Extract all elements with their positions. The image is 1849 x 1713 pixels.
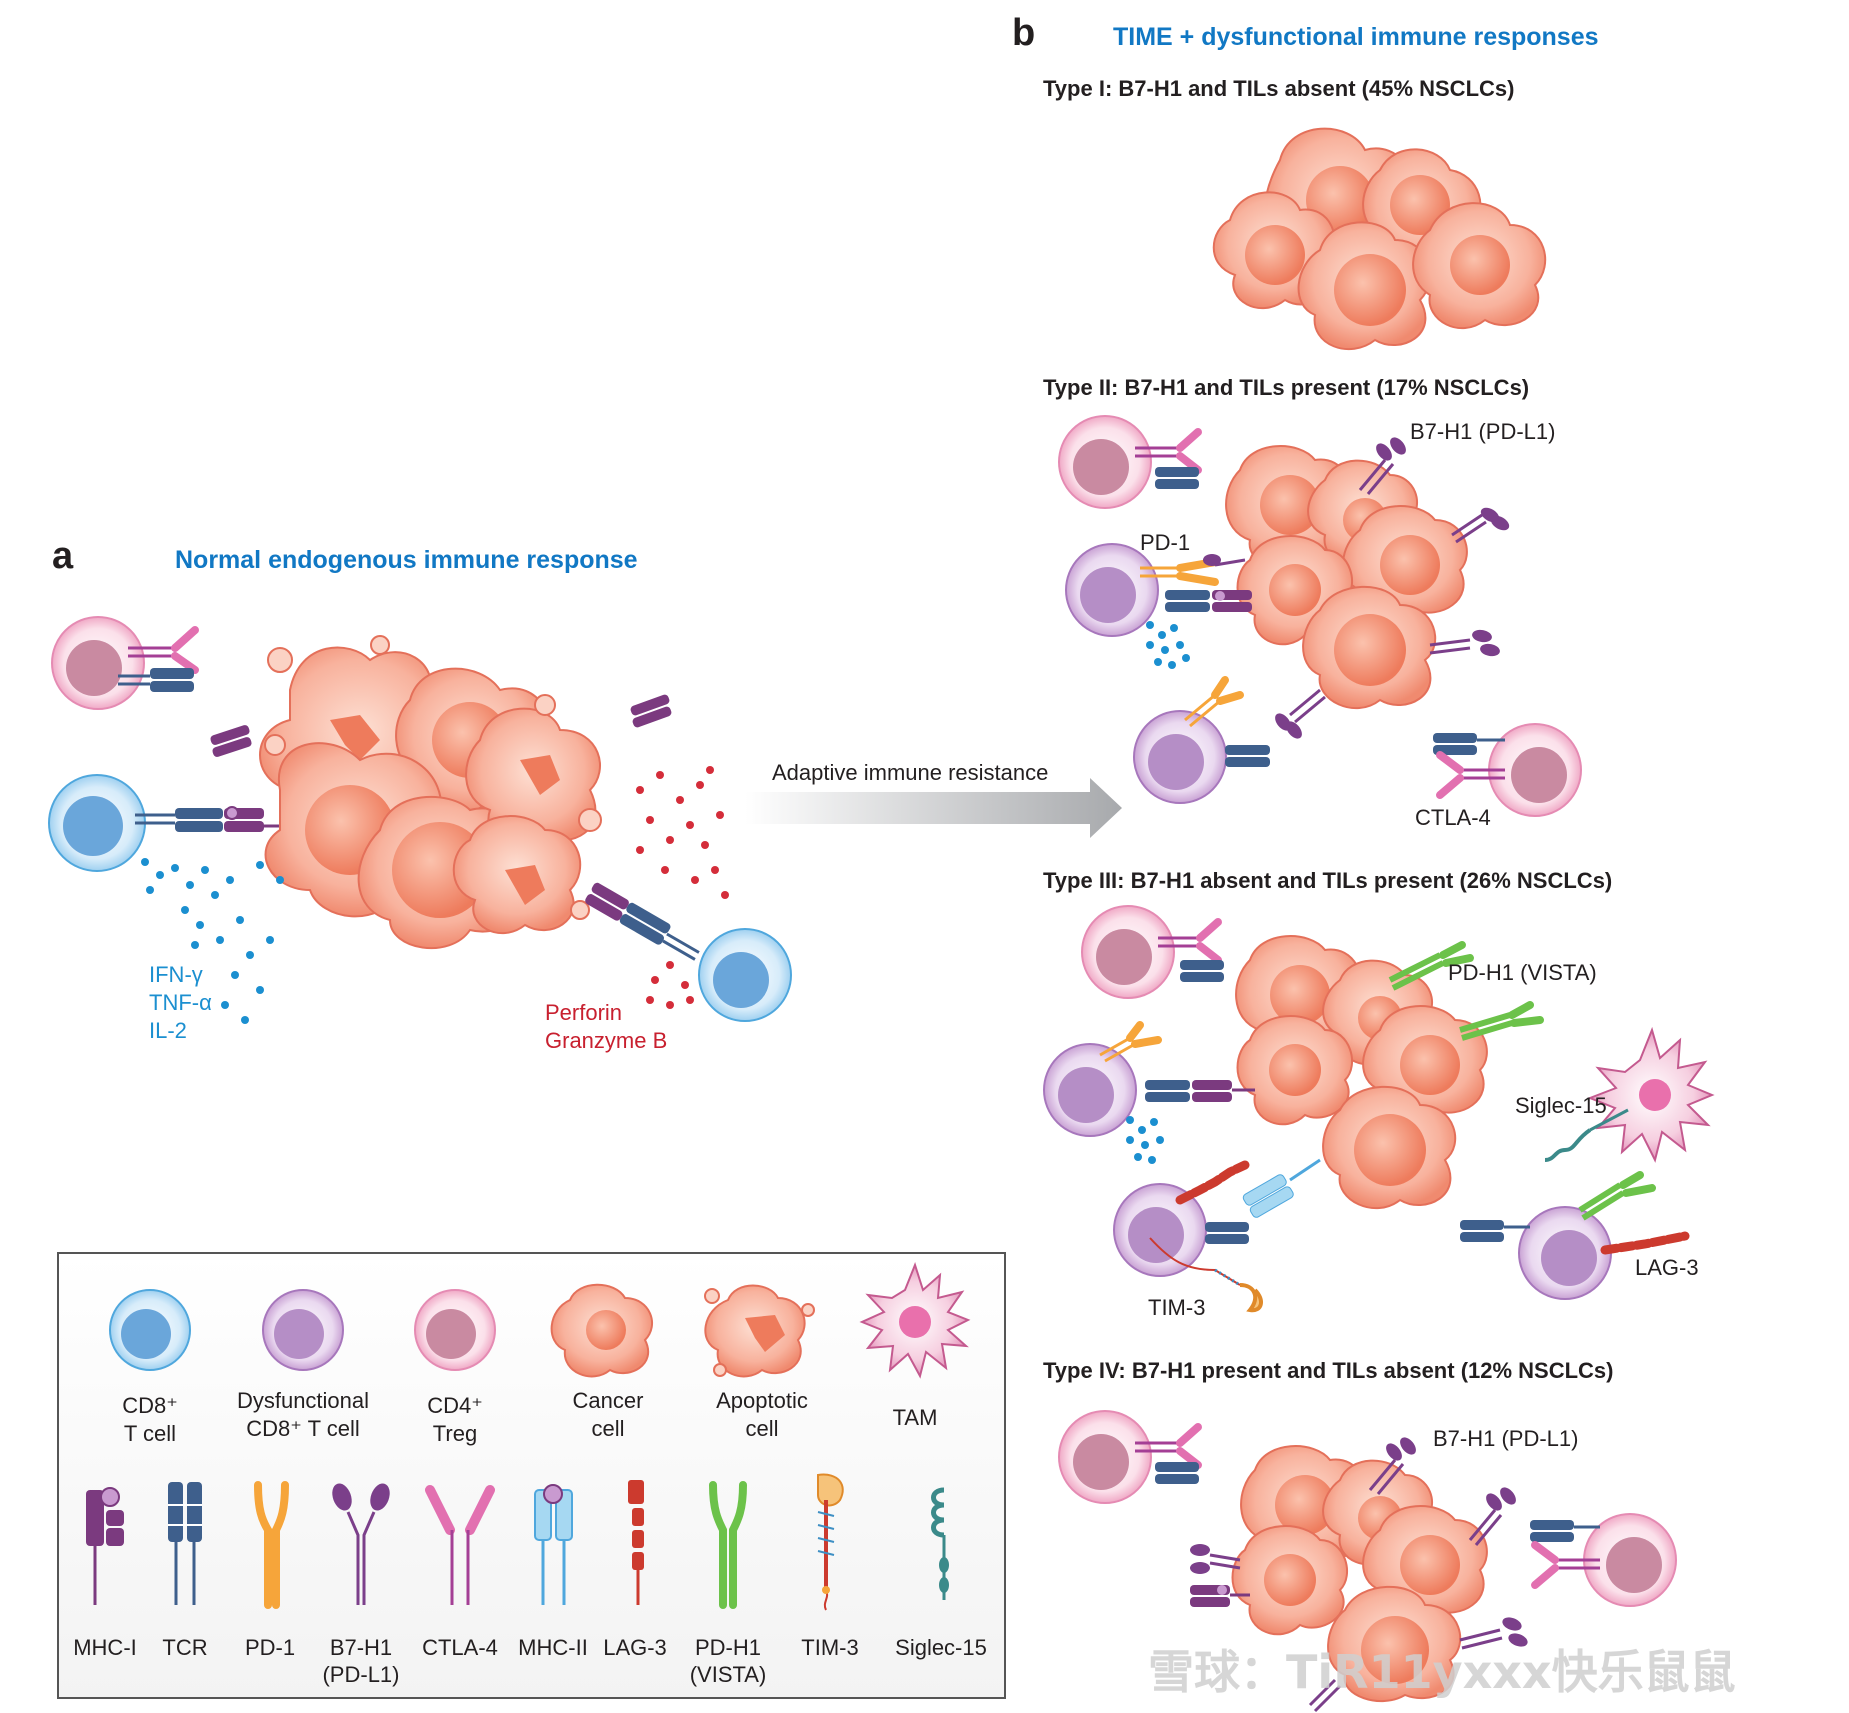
legend-cell-4-line2: cell: [591, 1416, 624, 1441]
legend-mol-8-line1: PD-H1: [695, 1635, 761, 1660]
type3-siglec-label: Siglec-15: [1515, 1093, 1607, 1118]
legend-cell-3-line1: CD4⁺: [427, 1393, 483, 1418]
tcr-icon: [168, 1482, 202, 1605]
mhc2-icon: [534, 1484, 573, 1605]
b7h1-icon: [332, 1483, 390, 1605]
legend-mol-4-line1: B7-H1: [330, 1635, 392, 1660]
adaptive-resistance-arrow: Adaptive immune resistance: [745, 760, 1122, 838]
panel-b-title: TIME + dysfunctional immune responses: [1113, 23, 1599, 51]
cancer-cell-icon: [550, 1283, 654, 1378]
tim3-icon: [817, 1473, 844, 1611]
pd1-icon: [254, 1481, 289, 1609]
legend-cell-6-line1: TAM: [893, 1405, 938, 1430]
type3-tim3-label: TIM-3: [1148, 1295, 1205, 1320]
legend-mol-7: LAG-3: [603, 1635, 667, 1660]
vista-icon: [709, 1481, 747, 1609]
panel-b: b TIME + dysfunctional immune responses …: [1012, 12, 1715, 1713]
tam-icon: [859, 1262, 971, 1379]
dysfunctional-cd8-t-cell-icon: [262, 1289, 344, 1371]
cytokine-label-1: IFN-γ: [149, 962, 203, 987]
panel-b-letter: b: [1012, 12, 1035, 54]
panel-a-title: Normal endogenous immune response: [175, 546, 638, 574]
panel-a: a Normal endogenous immune response: [48, 535, 792, 1053]
treg-cell-a: [51, 616, 199, 710]
legend-cell-5-line2: cell: [745, 1416, 778, 1441]
lag3-icon: [628, 1480, 644, 1605]
type2-pd1-label: PD-1: [1140, 530, 1190, 555]
granzyme-label: Granzyme B: [545, 1028, 667, 1053]
legend-cell-2-line2: CD8⁺ T cell: [246, 1416, 360, 1441]
cd8-t-cell-a-left: [48, 774, 292, 872]
type3-vista-label: PD-H1 (VISTA): [1448, 960, 1597, 985]
legend-mol-3: PD-1: [245, 1635, 295, 1660]
legend-cell-4-line1: Cancer: [573, 1388, 644, 1413]
apoptotic-cell-icon: [704, 1284, 815, 1378]
cytokine-label-3: IL-2: [149, 1018, 187, 1043]
type2-b7h1-label: B7-H1 (PD-L1): [1410, 419, 1555, 444]
tumor-cluster-a: [259, 635, 602, 950]
panel-a-letter: a: [52, 535, 74, 577]
type1-cancer-cluster: [1212, 127, 1547, 350]
cd8-t-cell-a-right: [585, 882, 792, 1022]
perforin-label: Perforin: [545, 1000, 622, 1025]
legend-mol-9: TIM-3: [801, 1635, 858, 1660]
cd4-treg-icon: [414, 1289, 496, 1371]
legend-cell-5-line1: Apoptotic: [716, 1388, 808, 1413]
type3-scene: PD-H1 (VISTA) Siglec-15: [1043, 905, 1715, 1320]
perforin-dots: [636, 766, 729, 1009]
mhc1-icon: [86, 1487, 124, 1605]
legend-mol-2: TCR: [162, 1635, 207, 1660]
ctla4-icon: [425, 1485, 495, 1605]
cytokine-label-2: TNF-α: [149, 990, 212, 1015]
type4-scene: B7-H1 (PD-L1): [1058, 1410, 1677, 1713]
cd8-t-cell-icon: [109, 1289, 191, 1371]
legend-cell-3-line2: Treg: [433, 1421, 477, 1446]
legend-box: CD8⁺ T cell Dysfunctional CD8⁺ T cell CD…: [57, 1252, 1006, 1699]
legend-mol-8-line2: (VISTA): [690, 1662, 767, 1687]
legend-cell-1-line2: T cell: [124, 1421, 176, 1446]
legend-mol-10: Siglec-15: [895, 1635, 987, 1660]
type1-title: Type I: B7-H1 and TILs absent (45% NSCLC…: [1043, 76, 1514, 101]
legend-cell-1-line1: CD8⁺: [122, 1393, 178, 1418]
legend-mol-6: MHC-II: [518, 1635, 588, 1660]
legend-mol-4-line2: (PD-L1): [322, 1662, 399, 1687]
siglec15-icon: [931, 1487, 949, 1600]
mhc1-fragments-a: [210, 694, 672, 757]
watermark-text: 雪球：TiR11yxxx快乐鼠鼠: [1148, 1645, 1736, 1699]
type4-title: Type IV: B7-H1 present and TILs absent (…: [1043, 1358, 1614, 1383]
arrow-label: Adaptive immune resistance: [772, 760, 1048, 785]
type4-b7h1-label: B7-H1 (PD-L1): [1433, 1426, 1578, 1451]
legend-mol-1: MHC-I: [73, 1635, 137, 1660]
watermark: 雪球：TiR11yxxx快乐鼠鼠: [1148, 1645, 1736, 1699]
cytokine-dots: [141, 858, 284, 1024]
type2-scene: B7-H1 (PD-L1) PD-1: [1058, 415, 1582, 830]
legend-cell-2-line1: Dysfunctional: [237, 1388, 369, 1413]
type3-title: Type III: B7-H1 absent and TILs present …: [1043, 868, 1612, 893]
legend-mol-5: CTLA-4: [422, 1635, 498, 1660]
type2-ctla4-label: CTLA-4: [1415, 805, 1491, 830]
type3-lag3-label: LAG-3: [1635, 1255, 1699, 1280]
type2-title: Type II: B7-H1 and TILs present (17% NSC…: [1043, 375, 1529, 400]
